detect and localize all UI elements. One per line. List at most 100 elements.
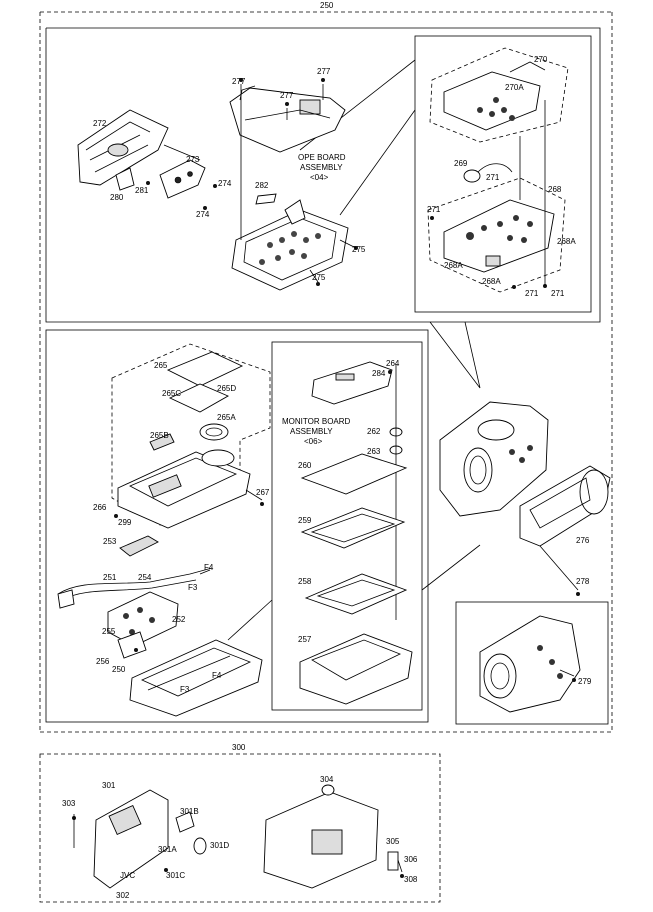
callout: 265D — [217, 384, 236, 393]
callout: 269 — [454, 159, 468, 168]
part-279-body — [479, 615, 581, 713]
callout: 301D — [210, 841, 229, 850]
callout: 253 — [103, 537, 117, 546]
callout: 306 — [404, 855, 418, 864]
callout: 271 — [427, 205, 441, 214]
callout: F4 — [212, 671, 222, 680]
group-250-label: 250 — [320, 1, 334, 10]
callout: 262 — [367, 427, 381, 436]
part-251-flex — [57, 567, 213, 609]
callout: 273 — [186, 155, 200, 164]
screws — [72, 78, 580, 878]
callout: 270 — [534, 55, 548, 64]
callout: 267 — [256, 488, 270, 497]
callout: 271 — [551, 289, 565, 298]
callout: 277 — [317, 67, 331, 76]
detail-box-270 — [299, 35, 592, 313]
monitor-board-assembly-label: MONITOR BOARD ASSEMBLY <06> — [282, 417, 351, 446]
part-282 — [255, 193, 277, 205]
callout: 251 — [103, 573, 117, 582]
callout: 271 — [486, 173, 500, 182]
part-262-263 — [389, 364, 403, 620]
callout: 263 — [367, 447, 381, 456]
jvc-logo-text: JVC — [120, 871, 135, 880]
part-268-board — [443, 199, 555, 273]
callout: 305 — [386, 837, 400, 846]
part-ope-board — [231, 199, 349, 291]
part-277-board — [229, 85, 346, 153]
callout: 268A — [557, 237, 576, 246]
callout: 304 — [320, 775, 334, 784]
callout: 265B — [150, 431, 169, 440]
callout: 301 — [102, 781, 116, 790]
part-269-cable — [463, 163, 513, 183]
callout: F3 — [180, 685, 190, 694]
frame-279 — [455, 601, 609, 725]
callout: 275 — [312, 273, 326, 282]
callout: 276 — [576, 536, 590, 545]
callout: 259 — [298, 516, 312, 525]
callout: 301B — [180, 807, 199, 816]
callout: 301A — [158, 845, 177, 854]
callout: 308 — [404, 875, 418, 884]
part-260-panel — [300, 453, 408, 495]
callout: 268A — [444, 261, 463, 270]
part-259-panel — [300, 507, 406, 549]
callout: 264 — [386, 359, 400, 368]
callout: 278 — [576, 577, 590, 586]
middle-left-frame — [45, 329, 429, 723]
callout: 282 — [255, 181, 269, 190]
callout: 277 — [280, 91, 294, 100]
part-250-base — [129, 639, 263, 717]
group-300-label: 300 — [232, 743, 246, 752]
part-304-case — [263, 784, 399, 889]
ope-line-3: <04> — [310, 173, 329, 182]
part-253 — [119, 535, 159, 557]
callout: 256 — [96, 657, 110, 666]
part-265A-ring — [199, 423, 229, 441]
part-265C-film — [168, 383, 230, 413]
part-301-case — [93, 789, 207, 889]
part-255 — [117, 631, 147, 659]
callout: 280 — [110, 193, 124, 202]
group-300-frame: 300 — [39, 743, 441, 903]
part-273-bracket — [159, 159, 206, 199]
callout: 255 — [102, 627, 116, 636]
top-inset — [45, 27, 601, 389]
callout: 301C — [166, 871, 185, 880]
part-266-lcd-case — [117, 449, 251, 529]
callout: 277 — [232, 77, 246, 86]
callout: 258 — [298, 577, 312, 586]
part-257-case — [299, 633, 413, 705]
callout: 270A — [505, 83, 524, 92]
callout: 252 — [172, 615, 186, 624]
callout: 265A — [217, 413, 236, 422]
group-250-frame: 250 — [39, 1, 613, 733]
monitor-line-2: ASSEMBLY — [290, 427, 333, 436]
leader-lines — [73, 84, 579, 873]
callout: 266 — [93, 503, 107, 512]
callout: 254 — [138, 573, 152, 582]
monitor-frame — [227, 341, 481, 711]
callout: 272 — [93, 119, 107, 128]
monitor-line-3: <06> — [304, 437, 323, 446]
callout: 302 — [116, 891, 130, 900]
ope-board-assembly-label: OPE BOARD ASSEMBLY <04> — [298, 153, 346, 182]
callout: 268A — [482, 277, 501, 286]
callout: 274 — [196, 210, 210, 219]
callout: 271 — [525, 289, 539, 298]
part-284-frame — [311, 361, 393, 405]
part-258-frame — [304, 573, 408, 615]
part-270-board — [443, 61, 546, 131]
callout: 274 — [218, 179, 232, 188]
callout: F4 — [204, 563, 214, 572]
callout: 299 — [118, 518, 132, 527]
monitor-line-1: MONITOR BOARD — [282, 417, 351, 426]
part-camera-body — [439, 401, 549, 517]
ope-line-1: OPE BOARD — [298, 153, 346, 162]
callout: 281 — [135, 186, 149, 195]
callout: 250 — [112, 665, 126, 674]
part-272-side-panel — [77, 109, 169, 186]
callout: 268 — [548, 185, 562, 194]
